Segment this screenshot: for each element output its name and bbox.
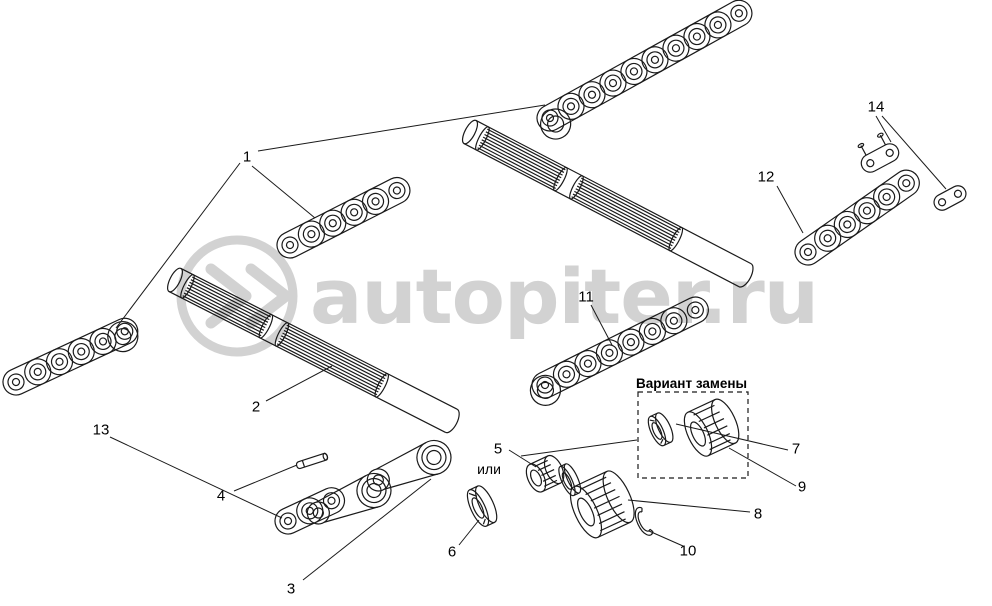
leader-line <box>875 115 892 143</box>
roller-chain-12 <box>789 164 926 271</box>
leader-line <box>675 423 789 451</box>
callout-14: 14 <box>867 98 885 116</box>
washer-5b <box>558 463 582 497</box>
connecting-link-14a <box>857 132 900 173</box>
leader-line <box>458 519 480 546</box>
snap-ring-10 <box>634 506 654 536</box>
callout-11: 11 <box>578 288 594 306</box>
flange-plate-b <box>301 467 397 534</box>
callout-8: 8 <box>753 505 763 523</box>
variant-title: Вариант замены <box>636 376 748 391</box>
callout-7: 7 <box>791 440 801 458</box>
callout-4: 4 <box>216 487 226 505</box>
roller-chain-middle <box>271 172 416 264</box>
leader-line <box>627 499 751 513</box>
leader-line <box>728 447 797 487</box>
roller-chain-11 <box>524 292 714 412</box>
callout-2: 2 <box>251 398 261 416</box>
roller-chain-left <box>0 313 144 400</box>
roller-chain-top <box>531 0 758 146</box>
callout-3: 3 <box>286 580 296 598</box>
leader-line <box>115 162 241 329</box>
leader-line <box>302 478 432 581</box>
washer-7 <box>647 412 674 447</box>
callout-9: 9 <box>797 478 807 496</box>
variant-box <box>637 391 749 479</box>
leader-line <box>109 436 283 519</box>
bearing-5 <box>525 454 565 493</box>
callout-1: 1 <box>242 148 252 166</box>
callout-13: 13 <box>92 421 110 439</box>
pin-4 <box>295 452 329 470</box>
chain-link-3 <box>270 482 350 539</box>
link-plate-14b <box>933 185 967 211</box>
callout-10: 10 <box>679 542 697 560</box>
flange-plate-a <box>361 434 457 501</box>
leader-lines <box>109 104 947 581</box>
watermark: autopiter.ru <box>176 235 819 357</box>
leader-line <box>265 365 333 402</box>
leader-line <box>508 449 537 468</box>
leader-line <box>648 530 684 547</box>
leader-line <box>257 104 546 152</box>
leader-line <box>233 464 298 492</box>
leader-line <box>251 165 316 219</box>
leader-line <box>776 185 804 234</box>
callout-12: 12 <box>757 168 775 186</box>
leader-line <box>520 439 638 457</box>
washer-6 <box>466 485 498 527</box>
watermark-text: autopiter.ru <box>310 252 818 341</box>
callout-5: 5 <box>493 440 503 458</box>
leader-line <box>881 115 947 190</box>
callout-6: 6 <box>447 543 457 561</box>
bearing-9 <box>683 398 740 457</box>
bearing-8 <box>569 470 635 539</box>
or-label: или <box>477 461 501 477</box>
leader-line <box>590 304 613 346</box>
